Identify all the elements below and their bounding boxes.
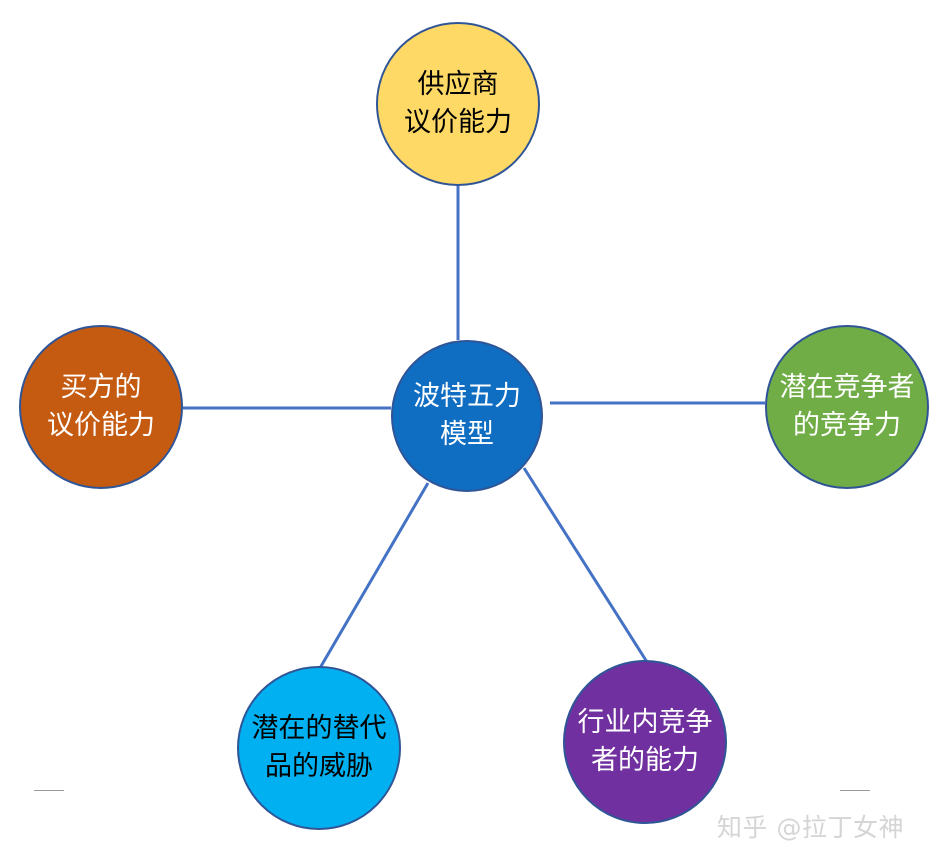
rivalry-label-line2: 者的能力 (591, 745, 699, 776)
corner-mark-left (34, 790, 64, 791)
center-node: 波特五力 模型 (391, 340, 543, 492)
supplier-bargaining-power-node: 供应商 议价能力 (376, 22, 540, 186)
substitutes-threat-node: 潜在的替代 品的威胁 (237, 666, 401, 830)
center-label-line1: 波特五力 (413, 381, 521, 412)
edge-center-substitutes (318, 482, 430, 669)
new-entrants-label-line2: 的竞争力 (793, 410, 901, 441)
industry-rivalry-node: 行业内竞争 者的能力 (563, 660, 727, 824)
buyer-label-line2: 议价能力 (47, 410, 155, 441)
watermark-text: 知乎 @拉丁女神 (717, 813, 904, 842)
supplier-label-line2: 议价能力 (404, 107, 512, 138)
new-entrants-label-line1: 潜在竞争者 (779, 372, 915, 403)
substitutes-label-line2: 品的威胁 (265, 751, 373, 782)
rivalry-label-line1: 行业内竞争 (577, 707, 713, 738)
corner-mark-right (840, 790, 870, 791)
new-entrants-node: 潜在竞争者 的竞争力 (765, 325, 929, 489)
edge-center-rivalry (522, 467, 649, 663)
buyer-bargaining-power-node: 买方的 议价能力 (19, 325, 183, 489)
substitutes-label-line1: 潜在的替代 (251, 713, 387, 744)
buyer-label-line1: 买方的 (60, 372, 142, 403)
center-label-line2: 模型 (440, 419, 494, 450)
supplier-label-line1: 供应商 (417, 69, 499, 100)
